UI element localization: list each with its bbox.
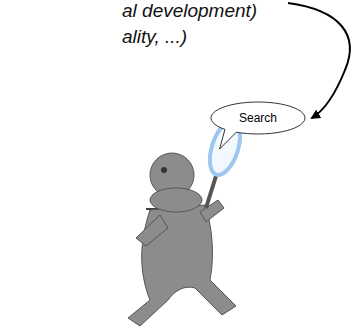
- speech-bubble: Search: [210, 101, 306, 135]
- note-text: ality, ...): [122, 26, 187, 48]
- bubble-text: Search: [239, 111, 277, 125]
- detective-figure: [128, 153, 236, 326]
- bubble-shape: [211, 102, 305, 149]
- eye: [161, 167, 167, 173]
- curved-arrow: [288, 3, 350, 118]
- note-text: al development): [122, 0, 257, 22]
